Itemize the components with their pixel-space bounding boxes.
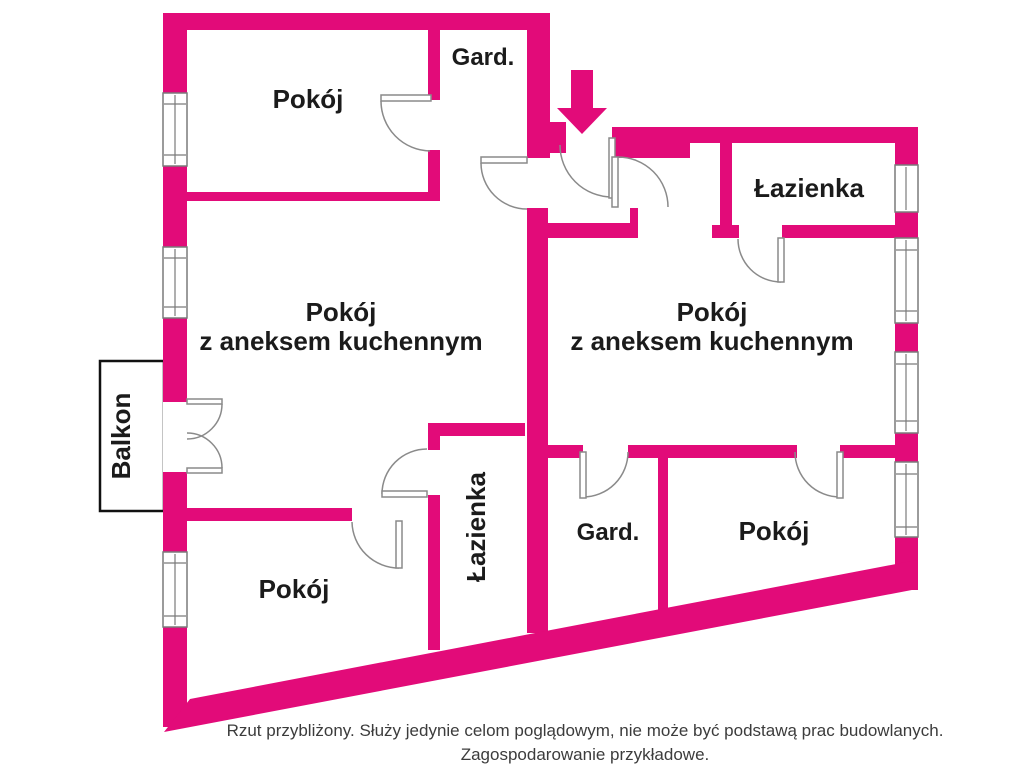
wall-segment	[612, 127, 690, 158]
window	[162, 551, 188, 628]
room-label-gard-top: Gard.	[452, 44, 515, 71]
window	[162, 246, 188, 319]
door	[381, 448, 428, 498]
window	[162, 92, 188, 167]
wall-segment	[712, 225, 739, 238]
wall-segment	[163, 13, 550, 30]
room-label-living-left-line1: Pokój	[306, 297, 377, 327]
wall-segment	[630, 208, 638, 225]
door	[480, 156, 528, 210]
wall-segment	[428, 150, 440, 201]
wall-segment	[628, 445, 797, 458]
balcony-door	[186, 398, 223, 474]
doors	[186, 94, 844, 569]
wall-segment	[720, 143, 732, 232]
wall-segment	[840, 445, 895, 458]
door	[351, 520, 403, 569]
door	[794, 451, 844, 499]
window	[894, 461, 919, 538]
windows	[162, 92, 919, 628]
room-label-living-left-line2: z aneksem kuchennym	[199, 326, 482, 356]
wall-segment	[187, 508, 352, 521]
room-label-lazienka-center: Łazienka	[461, 472, 491, 582]
disclaimer-line1: Rzut przybliżony. Służy jedynie celom po…	[227, 721, 944, 740]
wall-segment	[187, 192, 437, 201]
room-label-gard-bottom: Gard.	[577, 519, 640, 546]
window	[894, 351, 919, 434]
door	[611, 156, 669, 208]
wall-segment	[527, 208, 548, 633]
wall-segment	[548, 122, 566, 153]
room-label-pokoj-bottom-right: Pokój	[739, 516, 810, 546]
wall-segment	[548, 223, 638, 238]
wall-segment	[428, 423, 525, 436]
door	[737, 237, 785, 283]
wall-segment	[658, 458, 668, 611]
window	[894, 164, 919, 213]
room-label-pokoj-top-left: Pokój	[273, 84, 344, 114]
disclaimer-line2: Zagospodarowanie przykładowe.	[461, 745, 710, 764]
door	[579, 451, 629, 499]
wall-segment	[527, 13, 550, 158]
wall-segment	[782, 225, 895, 238]
room-label-balkon: Balkon	[106, 393, 136, 480]
wall-segment	[428, 423, 440, 450]
balcony-door-opening	[163, 402, 187, 472]
room-label-lazienka-top-right: Łazienka	[754, 173, 864, 203]
wall-diagonal-bottom	[164, 560, 917, 732]
entrance-arrow-icon	[557, 70, 607, 134]
room-label-pokoj-bottom-left: Pokój	[259, 574, 330, 604]
entrance-door	[559, 137, 616, 199]
wall-segment	[428, 495, 440, 650]
window	[894, 237, 919, 324]
walls	[163, 13, 918, 732]
wall-segment	[428, 30, 440, 100]
balcony-outline	[98, 359, 166, 513]
room-label-living-right-line2: z aneksem kuchennym	[570, 326, 853, 356]
room-label-living-right-line1: Pokój	[677, 297, 748, 327]
door	[380, 94, 432, 152]
wall-segment	[548, 445, 583, 458]
